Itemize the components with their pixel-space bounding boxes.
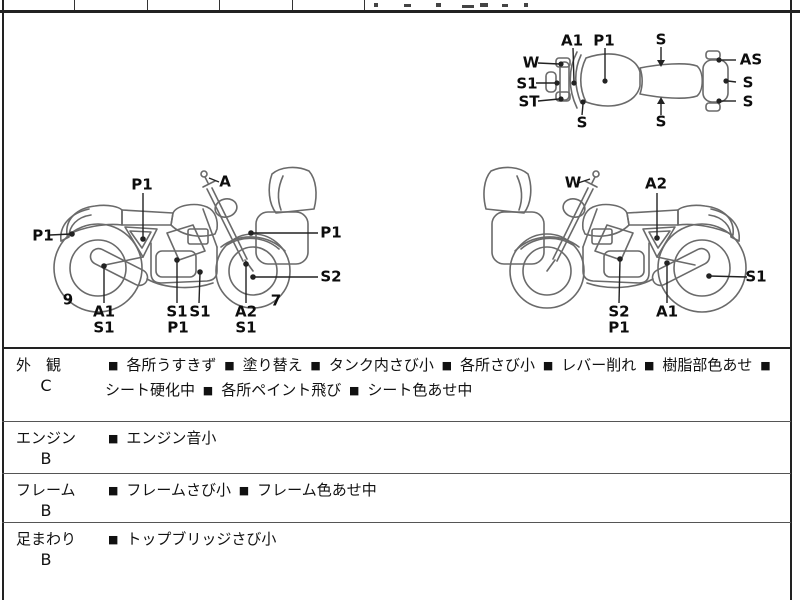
top-view-art	[545, 50, 729, 112]
condition-items-exterior: ■ 各所うすきず ■ 塗り替え ■ タンク内さび小 ■ 各所さび小 ■ レバー削れ ■ 樹脂…	[105, 353, 781, 403]
condition-item: シート色あせ中	[367, 381, 473, 399]
condition-item: タンク内さび小	[328, 356, 434, 374]
page-border-left	[2, 0, 4, 600]
inspection-row-exterior: 外 観 C ■ 各所うすきず ■ 塗り替え ■ タンク内さび小 ■ 各所さび小 ■ レバー…	[2, 349, 791, 421]
label-s1-frame: S1	[189, 302, 211, 321]
rear-left-signal	[705, 50, 721, 60]
row-divider-3	[2, 522, 791, 523]
grade-engine: B	[40, 449, 52, 468]
section-label-frame: フレーム	[16, 481, 76, 499]
motorcycle-right-side-diagram	[483, 166, 748, 313]
row-divider-2	[2, 473, 791, 474]
bullet-square: ■	[310, 359, 321, 372]
bullet-square: ■	[644, 359, 655, 372]
label-a1-muffler: A1	[92, 302, 116, 321]
inspection-row-undercarriage: 足まわり B ■ トップブリッジさび小	[2, 523, 791, 600]
condition-item: フレームさび小	[126, 481, 231, 499]
motorcycle-top-view-diagram	[536, 47, 737, 116]
condition-item: 樹脂部色あせ	[662, 356, 753, 374]
front-wheel-top	[559, 61, 570, 101]
bullet-square: ■	[108, 432, 119, 445]
rear-right-signal	[705, 102, 721, 112]
label-w-front: W	[522, 53, 540, 72]
condition-item: 塗り替え	[242, 356, 303, 374]
bullet-square: ■	[202, 384, 214, 397]
left-view-leaders	[49, 177, 318, 304]
bullet-square: ■	[108, 484, 119, 497]
grade-undercarriage: B	[40, 550, 52, 569]
page-border-right	[790, 0, 792, 600]
label-p1-engine: P1	[167, 318, 189, 337]
condition-item: 各所うすきず	[126, 356, 217, 374]
condition-item: エンジン音小	[126, 429, 217, 447]
condition-item: 各所ペイント飛び	[221, 381, 342, 399]
section-label-engine: エンジン	[16, 429, 77, 447]
motorcycle-left-side-diagram	[49, 166, 318, 313]
front-left-lever	[555, 57, 571, 68]
label-s-rear-bottom: S	[742, 92, 754, 111]
bullet-square: ■	[441, 359, 453, 372]
inspection-row-engine: エンジン B ■ エンジン音小	[2, 422, 791, 473]
label-s-rear-mid: S	[742, 73, 754, 92]
seat-top	[639, 63, 704, 99]
condition-items-frame: ■ フレームさび小 ■ フレーム色あせ中	[105, 478, 781, 503]
bullet-square: ■	[224, 359, 235, 372]
top-view-leaders	[536, 47, 737, 116]
fuel-tank-top	[579, 53, 641, 107]
bullet-square: ■	[238, 484, 250, 497]
label-s-bottom-left: S	[576, 113, 588, 132]
handlebar	[569, 51, 578, 109]
label-s1-fork: S1	[235, 318, 257, 337]
label-p1-under-seat: P1	[131, 175, 153, 194]
bullet-square: ■	[760, 359, 771, 372]
front-fender-top	[545, 71, 557, 93]
right-view-leaders	[577, 178, 748, 304]
label-a1-frame-right: A1	[655, 302, 679, 321]
label-s1-front: S1	[516, 74, 538, 93]
label-s2-engine-right: S2	[608, 302, 630, 321]
section-label-undercarriage: 足まわり	[16, 530, 77, 548]
condition-item: 各所さび小	[460, 356, 536, 374]
label-w-mirror: W	[564, 173, 582, 192]
label-a2-fork: A2	[234, 302, 258, 321]
bullet-square: ■	[108, 533, 119, 546]
condition-item: フレーム色あせ中	[257, 481, 377, 499]
label-num-rear-wheel: 9	[62, 290, 74, 309]
condition-items-undercarriage: ■ トップブリッジさび小	[105, 527, 781, 552]
inspection-row-frame: フレーム B ■ フレームさび小 ■ フレーム色あせ中	[2, 474, 791, 522]
grade-frame: B	[40, 501, 52, 520]
condition-item: シート硬化中	[105, 381, 196, 399]
label-s1-rear-wheel: S1	[745, 267, 767, 286]
label-s1-muffler: S1	[93, 318, 115, 337]
bullet-square: ■	[108, 359, 119, 372]
condition-items-engine: ■ エンジン音小	[105, 426, 781, 451]
front-right-lever	[555, 91, 571, 102]
label-p1-engine-right: P1	[608, 318, 630, 337]
label-s1-engine: S1	[166, 302, 188, 321]
diagram-table-divider	[2, 347, 791, 349]
bullet-square: ■	[542, 359, 554, 372]
label-a1-handlebar: A1	[560, 31, 584, 50]
bullet-square: ■	[349, 384, 360, 397]
label-s-bottom-mid: S	[655, 112, 667, 131]
label-s2-front-wheel: S2	[320, 267, 342, 286]
label-a-mirror: A	[219, 172, 231, 191]
label-as-rear: AS	[739, 50, 763, 69]
section-label-exterior: 外 観	[16, 356, 62, 374]
condition-item: レバー削れ	[561, 356, 637, 374]
label-p1-tank-top: P1	[593, 31, 615, 50]
label-p1-front-fender: P1	[320, 223, 342, 242]
grade-exterior: C	[40, 376, 52, 395]
label-num-front-wheel: 7	[270, 291, 282, 310]
header-bottom-rule	[0, 10, 800, 13]
row-divider-1	[2, 421, 791, 422]
label-s-seat-top: S	[655, 30, 667, 49]
label-a2-frame: A2	[644, 174, 668, 193]
label-st-front: ST	[518, 92, 540, 111]
condition-item: トップブリッジさび小	[126, 530, 277, 548]
label-p1-rear-fender: P1	[32, 226, 54, 245]
